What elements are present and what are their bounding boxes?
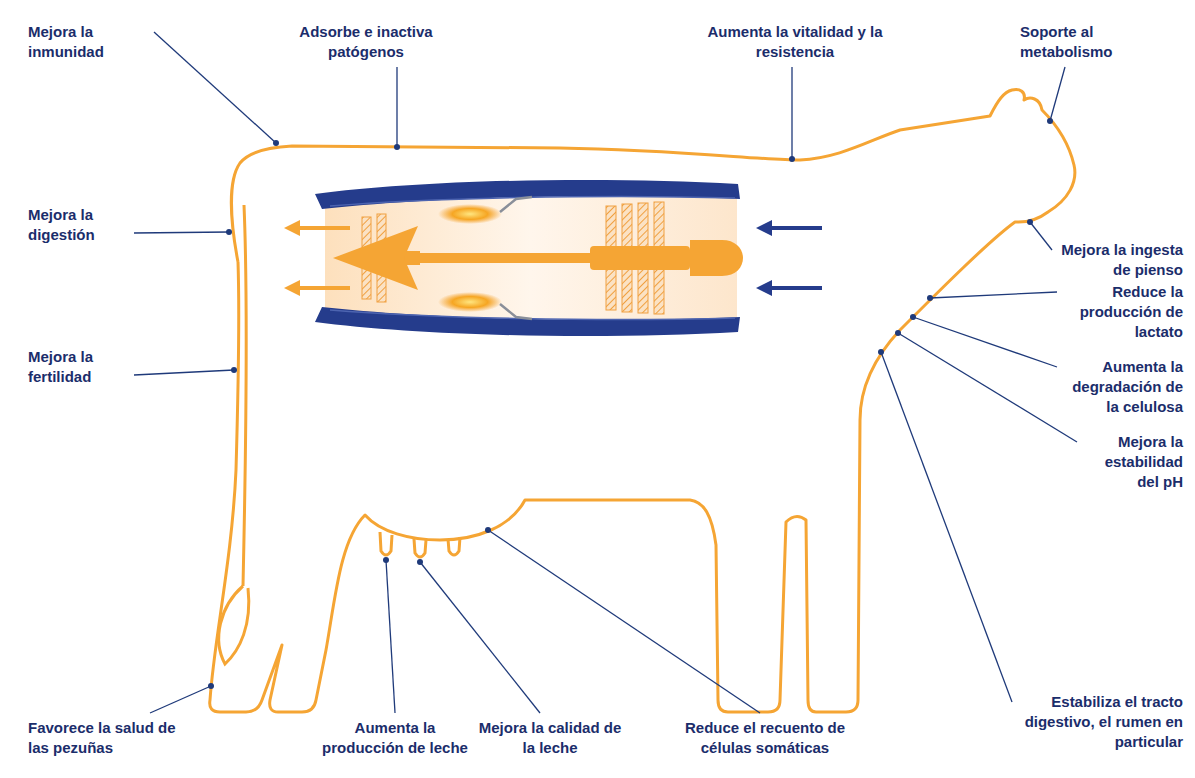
leader-dot (485, 527, 491, 533)
callout-label: Aumenta la producción de leche (315, 718, 475, 758)
leader-line (488, 530, 760, 713)
leader-dot (910, 314, 916, 320)
leader-line (420, 562, 540, 713)
leader-dot (231, 367, 237, 373)
tail-tassel (219, 586, 249, 664)
callout-label: Aumenta la degradación de la celulosa (1063, 357, 1183, 417)
leader-line (930, 292, 1057, 298)
leader-dot (383, 557, 389, 563)
jet-engine (284, 180, 822, 336)
callout-label: Favorece la salud de las pezuñas (28, 718, 193, 758)
leader-line (1050, 67, 1065, 121)
callout-label: Mejora la ingesta de pienso (1058, 240, 1183, 280)
callout-label: Mejora la digestión (28, 205, 128, 245)
leader-dot (789, 156, 795, 162)
leader-dot (208, 683, 214, 689)
leader-line (791, 67, 792, 159)
leader-line (150, 686, 211, 713)
callout-label: Adsorbe e inactiva patógenos (281, 22, 451, 62)
cow-tail (243, 205, 246, 586)
callout-label: Mejora la estabilidad del pH (1083, 432, 1183, 492)
leader-dot (927, 295, 933, 301)
leader-line (881, 352, 1012, 702)
leader-line (898, 333, 1077, 442)
leader-dot (1027, 219, 1033, 225)
leader-dot (878, 349, 884, 355)
callout-label: Estabiliza el tracto digestivo, el rumen… (1018, 692, 1183, 752)
callout-label: Mejora la inmunidad (28, 22, 148, 62)
leader-dot (226, 229, 232, 235)
teat (414, 539, 426, 557)
leader-line (134, 232, 229, 233)
callout-label: Reduce el recuento de células somáticas (665, 718, 865, 758)
leader-dot (273, 140, 279, 146)
teat (448, 537, 460, 555)
leader-line (1030, 222, 1052, 250)
callout-label: Soporte al metabolismo (1020, 22, 1140, 62)
callout-label: Reduce la producción de lactato (1063, 282, 1183, 342)
leader-line (154, 32, 276, 143)
callout-label: Mejora la calidad de la leche (478, 718, 623, 758)
leader-dot (895, 330, 901, 336)
leader-line (913, 317, 1057, 367)
cow-outline (210, 89, 1075, 712)
leader-dot (394, 144, 400, 150)
teat (380, 532, 392, 555)
leader-line (396, 67, 397, 147)
callout-label: Mejora la fertilidad (28, 347, 128, 387)
leader-dot (1047, 118, 1053, 124)
leader-line (386, 560, 395, 713)
callout-label: Aumenta la vitalidad y la resistencia (700, 22, 890, 62)
leader-dot (417, 559, 423, 565)
leader-line (134, 370, 234, 375)
